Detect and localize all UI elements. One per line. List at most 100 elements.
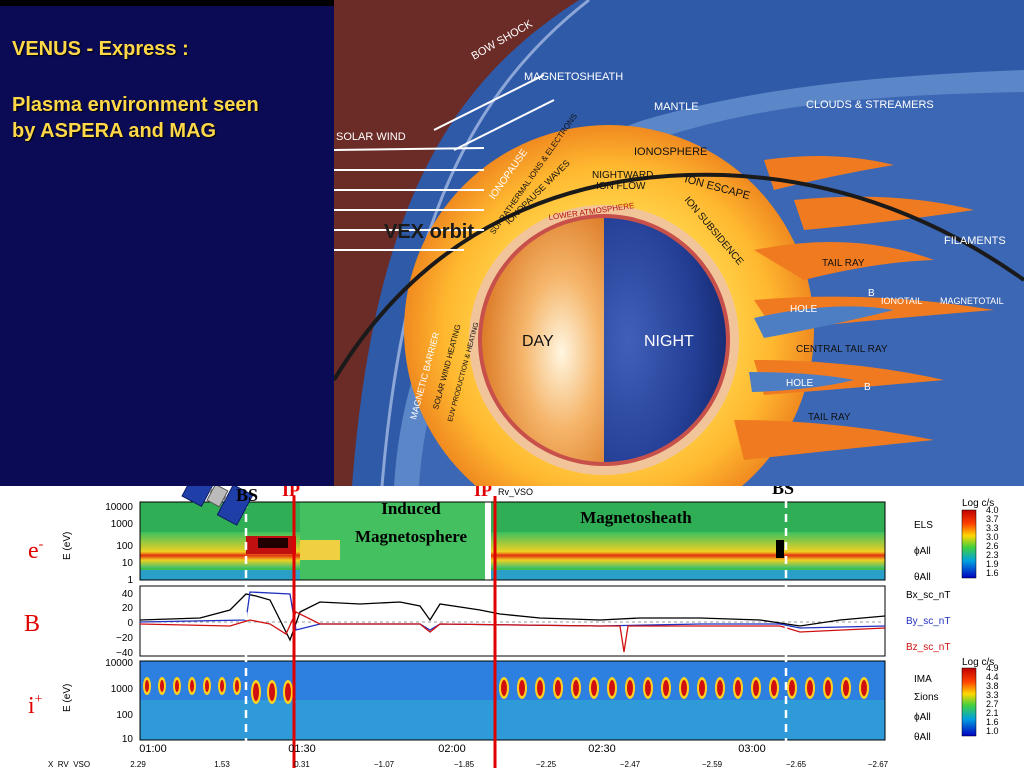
els-tick-3: 10 bbox=[122, 558, 134, 569]
label-vex-orbit: VEX orbit bbox=[384, 221, 474, 243]
label-mantle: MANTLE bbox=[654, 101, 699, 113]
x-value-7: −2.59 bbox=[702, 760, 723, 768]
ion-beam-core bbox=[717, 680, 723, 696]
tail-holes bbox=[749, 306, 894, 392]
title-panel: VENUS - Express : Plasma environment see… bbox=[0, 0, 334, 486]
label-hole-2: HOLE bbox=[786, 378, 814, 389]
label-ionotail: IONOTAIL bbox=[881, 296, 922, 306]
time-tick-0: 01:00 bbox=[139, 743, 167, 755]
label-clouds-streamers: CLOUDS & STREAMERS bbox=[806, 99, 934, 111]
time-tick-1: 01:30 bbox=[288, 743, 316, 755]
bz-trace bbox=[139, 611, 886, 653]
els-right-label-0: ELS bbox=[914, 520, 933, 531]
ima-right-label-2: ϕAll bbox=[914, 712, 931, 723]
mag-legend-by: By_sc_nT bbox=[906, 616, 950, 627]
els-cbar-tick-2: 3.3 bbox=[986, 523, 999, 533]
ima-tick-1: 1000 bbox=[111, 684, 134, 695]
time-tick-3: 02:30 bbox=[588, 743, 616, 755]
ima-ion-beams bbox=[143, 677, 869, 704]
label-solar-wind: SOLAR WIND bbox=[336, 131, 406, 143]
ima-cbar-tick-4: 2.7 bbox=[986, 699, 999, 709]
ima-cbar-title: Log c/s bbox=[962, 657, 994, 668]
time-tick-2: 02:00 bbox=[438, 743, 466, 755]
venus-plasma-diagram: BOW SHOCK MAGNETOSHEATH SOLAR WIND MANTL… bbox=[334, 0, 1024, 486]
x-value-8: −2.65 bbox=[786, 760, 807, 768]
label-hole-1: HOLE bbox=[790, 304, 818, 315]
els-cbar-tick-6: 1.9 bbox=[986, 559, 999, 569]
els-right-label-1: ϕAll bbox=[914, 546, 931, 557]
ima-right-label-3: θAll bbox=[914, 732, 931, 743]
title-line-1: VENUS - Express : bbox=[12, 38, 189, 60]
label-nightward: NIGHTWARD bbox=[592, 170, 653, 181]
ion-beam-core bbox=[253, 683, 259, 701]
row-label-field: B bbox=[24, 611, 40, 637]
label-b-vector-1: B bbox=[868, 288, 875, 299]
ion-beam-core bbox=[573, 680, 579, 696]
els-cbar-tick-3: 3.0 bbox=[986, 532, 999, 542]
ima-right-label-0: IMA bbox=[914, 674, 932, 685]
ion-beam-core bbox=[175, 680, 179, 692]
ion-beam-core bbox=[235, 680, 239, 692]
ion-beam-core bbox=[519, 680, 525, 696]
els-tick-4: 1 bbox=[127, 575, 133, 586]
ion-beam-core bbox=[843, 680, 849, 696]
ion-beam-core bbox=[627, 680, 633, 696]
els-cbar-tick-5: 2.3 bbox=[986, 550, 999, 560]
ima-cbar-tick-1: 4.4 bbox=[986, 672, 999, 682]
x-label: X_RV_VSO bbox=[48, 760, 90, 768]
ion-beam-core bbox=[145, 680, 149, 692]
time-axis: 01:00 01:30 02:00 02:30 03:00 bbox=[139, 743, 766, 755]
mag-legend-bz: Bz_sc_nT bbox=[906, 642, 950, 653]
label-ip-left: IP bbox=[282, 486, 300, 500]
ima-y-axis: E (eV) 10000 1000 100 10 IMA Σions ϕAll … bbox=[62, 658, 939, 745]
mag-legend-bx: Bx_sc_nT bbox=[906, 590, 950, 601]
ion-beam-core bbox=[269, 683, 275, 701]
title-line-3: by ASPERA and MAG bbox=[12, 120, 217, 142]
ima-cbar-tick-6: 1.6 bbox=[986, 717, 999, 727]
els-colorbar: Log c/s 4.0 3.7 3.3 3.0 2.6 2.3 1.9 1.6 bbox=[961, 498, 999, 579]
label-filaments: FILAMENTS bbox=[944, 235, 1006, 247]
ima-tick-3: 10 bbox=[122, 734, 134, 745]
title-line-2: Plasma environment seen bbox=[12, 94, 259, 116]
ion-beam-core bbox=[537, 680, 543, 696]
label-magnetosheath: MAGNETOSHEATH bbox=[524, 71, 623, 83]
label-rv-vso: Rv_VSO bbox=[498, 487, 533, 497]
els-tick-0: 10000 bbox=[105, 502, 133, 513]
els-ylabel: E (eV) bbox=[62, 532, 73, 560]
mag-tick-4: −40 bbox=[116, 648, 133, 659]
ion-beam-core bbox=[645, 680, 651, 696]
spacecraft-icon bbox=[181, 486, 254, 526]
by-trace bbox=[139, 591, 886, 631]
label-tail-ray-1: TAIL RAY bbox=[822, 258, 865, 269]
label-day: DAY bbox=[522, 333, 554, 350]
ima-cbar-tick-0: 4.9 bbox=[986, 663, 999, 673]
x-position-axis: X_RV_VSO 2.29 1.53 0.31 −1.07 −1.85 −2.2… bbox=[48, 760, 889, 768]
label-magnetosphere: Magnetosphere bbox=[355, 527, 468, 546]
label-ion-flow: ION FLOW bbox=[596, 181, 646, 192]
ima-right-label-1: Σions bbox=[914, 692, 939, 703]
x-value-2: 0.31 bbox=[294, 760, 310, 768]
data-plots: e- B i+ E (eV) 10000 1000 100 10 1 ELS ϕ… bbox=[0, 486, 1024, 768]
els-tick-1: 1000 bbox=[111, 519, 134, 530]
label-induced: Induced bbox=[381, 499, 441, 518]
ima-cbar-tick-2: 3.8 bbox=[986, 681, 999, 691]
ima-colorbar: Log c/s 4.9 4.4 3.8 3.3 2.7 2.1 1.6 1.0 bbox=[961, 657, 999, 737]
mag-tick-1: 20 bbox=[122, 603, 134, 614]
x-value-9: −2.67 bbox=[868, 760, 889, 768]
mag-tick-2: 0 bbox=[127, 618, 133, 629]
label-magnetotail: MAGNETOTAIL bbox=[940, 296, 1004, 306]
mag-tick-0: 40 bbox=[122, 589, 134, 600]
ima-cbar-tick-3: 3.3 bbox=[986, 690, 999, 700]
solar-wind-arrows bbox=[334, 74, 555, 251]
label-b-vector-2: B bbox=[864, 382, 871, 393]
vex-orbit-line bbox=[334, 172, 1024, 382]
x-value-4: −1.85 bbox=[454, 760, 475, 768]
ion-beam-core bbox=[285, 683, 291, 701]
day-side bbox=[482, 218, 604, 462]
els-cbar-tick-0: 4.0 bbox=[986, 505, 999, 515]
ion-beam-core bbox=[663, 680, 669, 696]
ima-cbar-tick-5: 2.1 bbox=[986, 708, 999, 718]
ima-ylabel: E (eV) bbox=[62, 684, 73, 712]
ion-beam-core bbox=[753, 680, 759, 696]
ion-beam-core bbox=[591, 680, 597, 696]
